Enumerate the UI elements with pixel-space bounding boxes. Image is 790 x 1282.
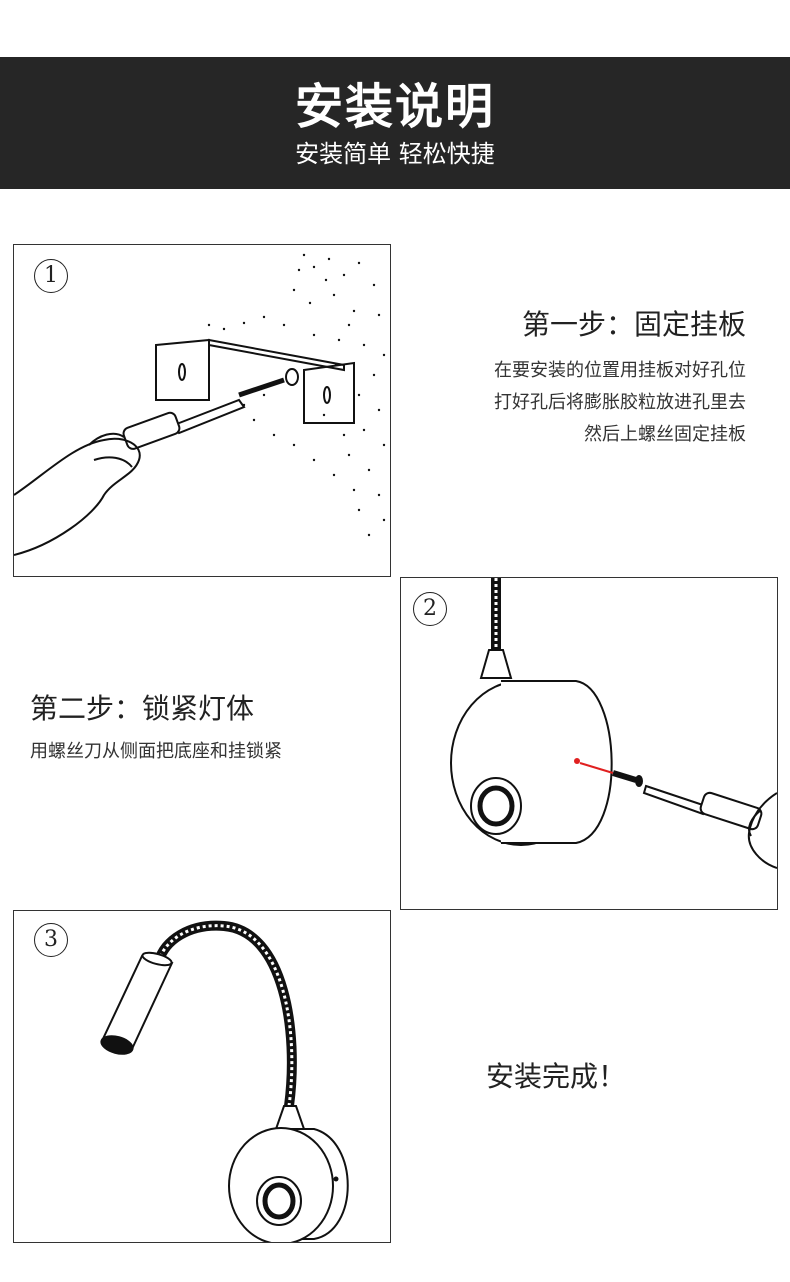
step1-line: 然后上螺丝固定挂板 — [584, 424, 746, 445]
screwdriver-icon — [122, 398, 246, 450]
alignment-line — [579, 762, 614, 774]
step3-title: 安装完成！ — [486, 1060, 627, 1093]
step2-line: 用螺丝刀从侧面把底座和挂锁紧 — [30, 741, 282, 762]
step1-title: 第一步：固定挂板 — [521, 308, 746, 341]
wall-bracket-illustration — [14, 253, 386, 556]
step-number-badge: 2 — [413, 592, 447, 626]
page-title: 安装说明 — [294, 79, 495, 135]
step1-description: 在要安装的位置用挂板对好孔位 打好孔后将膨胀胶粒放进孔里去 然后上螺丝固定挂板 — [400, 355, 746, 451]
screw-hole — [574, 758, 580, 764]
step2-description: 用螺丝刀从侧面把底座和挂锁紧 — [30, 736, 370, 768]
step1-line: 在要安装的位置用挂板对好孔位 — [494, 360, 746, 381]
lamp-neck — [274, 1105, 306, 1130]
wall-texture — [207, 253, 386, 537]
spotlight-head — [100, 951, 174, 1055]
screw-hole — [333, 1176, 339, 1182]
screw-icon — [238, 368, 299, 398]
step1-illustration-panel: 1 — [13, 244, 391, 577]
gooseneck-cable — [154, 920, 297, 1107]
step-number-badge: 3 — [34, 923, 68, 957]
header-banner: 安装说明 安装简单 轻松快捷 — [0, 57, 790, 189]
screw-icon — [612, 770, 643, 787]
hand-icon — [14, 432, 141, 556]
step2-illustration-panel: 2 — [400, 577, 778, 910]
lamp-base — [228, 1127, 349, 1242]
step3-illustration-panel: 3 — [13, 910, 391, 1243]
step-number-badge: 1 — [34, 259, 68, 293]
lamp-illustration — [450, 578, 777, 869]
bracket — [155, 338, 355, 424]
lamp-illustration — [100, 920, 349, 1242]
screwdriver-icon — [642, 784, 763, 831]
step2-title: 第二步：锁紧灯体 — [30, 692, 255, 725]
lamp-neck — [479, 649, 513, 679]
hand-icon — [747, 792, 777, 869]
lamp-base — [450, 680, 613, 846]
page-subtitle: 安装简单 轻松快捷 — [295, 140, 495, 168]
step1-line: 打好孔后将膨胀胶粒放进孔里去 — [494, 392, 746, 413]
